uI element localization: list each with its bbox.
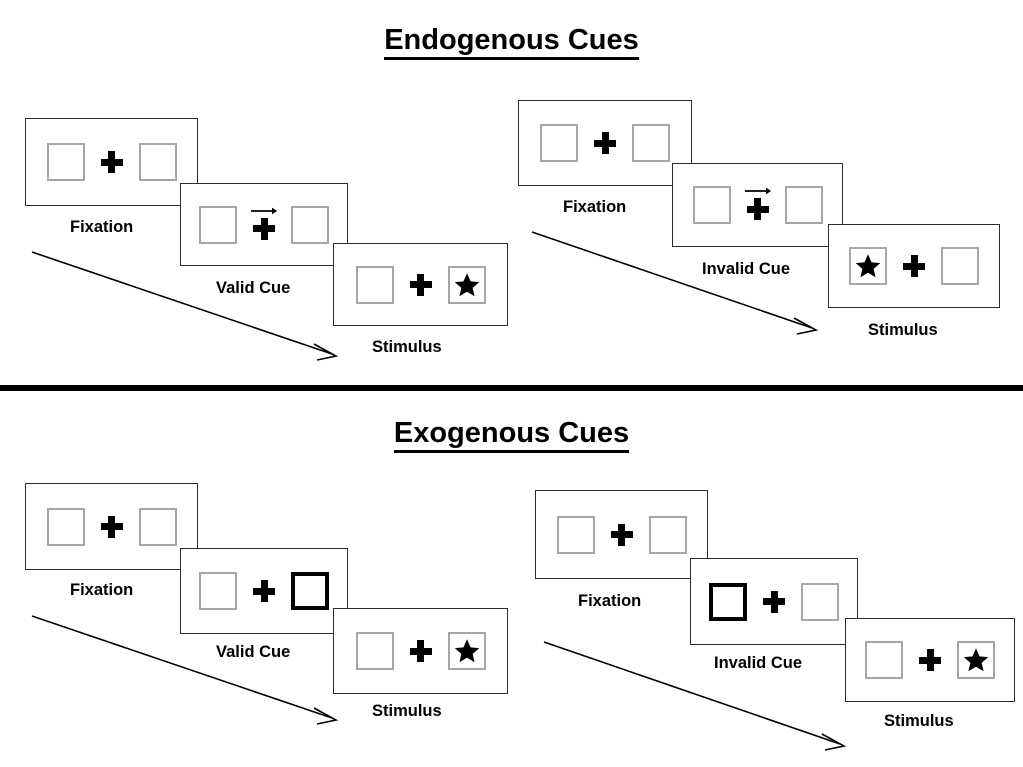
left-box — [865, 641, 903, 679]
panel-label-endogenous-invalid-cue: Invalid Cue — [702, 260, 791, 278]
center-slot — [409, 632, 432, 670]
frame-content — [709, 582, 839, 621]
frame-content — [355, 632, 486, 670]
left-box — [199, 572, 237, 610]
left-box — [199, 205, 237, 244]
panel-label-endogenous-valid-fixation: Fixation — [70, 218, 134, 236]
left-box — [355, 265, 394, 304]
section-title-endogenous: Endogenous Cues — [0, 24, 1023, 60]
panel-label-endogenous-valid-cue: Valid Cue — [216, 279, 291, 297]
center-slot — [251, 206, 277, 244]
time-flow-arrow-icon-exogenous-invalid — [543, 641, 847, 751]
plus-icon — [253, 580, 275, 602]
star-icon — [454, 272, 479, 296]
panel-label-exogenous-invalid-cue: Invalid Cue — [714, 654, 803, 672]
center-slot — [100, 508, 123, 546]
right-box — [941, 247, 979, 285]
frame-content — [355, 265, 486, 304]
right-box-with-target — [957, 641, 995, 679]
panel-label-endogenous-invalid-stimulus: Stimulus — [868, 321, 938, 339]
frame-content — [540, 124, 670, 162]
plus-icon — [409, 273, 432, 296]
right-box — [138, 143, 177, 181]
plus-icon — [746, 198, 769, 220]
panel-label-exogenous-invalid-fixation: Fixation — [578, 592, 642, 610]
center-slot — [903, 247, 925, 285]
left-box — [355, 632, 394, 670]
frame-content — [692, 186, 823, 224]
center-slot — [919, 641, 941, 679]
right-box — [648, 515, 687, 554]
arrow-right-icon — [744, 187, 771, 195]
frame-content — [199, 572, 329, 610]
panel-exogenous-valid-stimulus — [333, 608, 508, 694]
frame-content — [199, 205, 329, 244]
panel-label-exogenous-valid-fixation: Fixation — [70, 581, 134, 599]
center-slot — [763, 583, 785, 621]
right-box — [784, 186, 823, 224]
panel-label-exogenous-valid-stimulus: Stimulus — [372, 702, 442, 720]
panel-endogenous-invalid-fixation — [518, 100, 692, 186]
panel-label-endogenous-valid-stimulus: Stimulus — [372, 338, 442, 356]
arrow-right-icon — [251, 207, 277, 214]
center-slot — [253, 572, 275, 610]
section-title-endogenous-text: Endogenous Cues — [384, 24, 639, 60]
left-box — [692, 186, 731, 224]
right-box-with-target — [447, 632, 486, 670]
frame-content — [556, 515, 687, 554]
section-title-exogenous: Exogenous Cues — [0, 417, 1023, 453]
panel-exogenous-valid-cue — [180, 548, 348, 634]
panel-label-endogenous-invalid-fixation: Fixation — [563, 198, 627, 216]
left-box-with-target — [849, 247, 887, 285]
center-slot — [100, 143, 123, 181]
plus-icon — [100, 515, 123, 538]
plus-icon — [903, 255, 925, 277]
plus-icon — [763, 590, 785, 613]
panel-endogenous-invalid-cue — [672, 163, 843, 247]
left-box — [46, 507, 85, 546]
plus-icon — [100, 151, 123, 173]
left-box — [46, 143, 85, 181]
right-box — [632, 124, 670, 162]
frame-content — [849, 247, 979, 285]
plus-icon — [253, 217, 275, 240]
left-box — [556, 515, 595, 554]
plus-icon — [610, 523, 633, 546]
panel-endogenous-valid-cue — [180, 183, 348, 266]
plus-icon — [594, 132, 616, 154]
right-box — [291, 205, 329, 244]
panel-exogenous-invalid-cue — [690, 558, 858, 645]
section-title-exogenous-text: Exogenous Cues — [393, 417, 630, 453]
right-box — [801, 582, 839, 621]
left-box-cued — [709, 582, 747, 621]
star-icon — [963, 648, 989, 672]
star-icon — [855, 254, 881, 278]
panel-exogenous-invalid-fixation — [535, 490, 708, 579]
frame-content — [46, 143, 177, 181]
center-slot — [594, 124, 616, 162]
frame-content — [46, 507, 177, 546]
center-slot — [744, 186, 771, 224]
panel-endogenous-valid-stimulus — [333, 243, 508, 326]
section-divider — [0, 385, 1023, 391]
panel-exogenous-valid-fixation — [25, 483, 198, 570]
plus-icon — [919, 649, 941, 671]
panel-endogenous-valid-fixation — [25, 118, 198, 206]
center-slot — [409, 266, 432, 304]
frame-content — [865, 641, 995, 679]
panel-label-exogenous-valid-cue: Valid Cue — [216, 643, 291, 661]
right-box-with-target — [447, 265, 486, 304]
center-slot — [610, 516, 633, 554]
right-box-cued — [291, 572, 329, 610]
star-icon — [454, 639, 479, 663]
left-box — [540, 124, 578, 162]
right-box — [138, 507, 177, 546]
plus-icon — [409, 640, 432, 662]
panel-label-exogenous-invalid-stimulus: Stimulus — [884, 712, 954, 730]
panel-endogenous-invalid-stimulus — [828, 224, 1000, 308]
panel-exogenous-invalid-stimulus — [845, 618, 1015, 702]
